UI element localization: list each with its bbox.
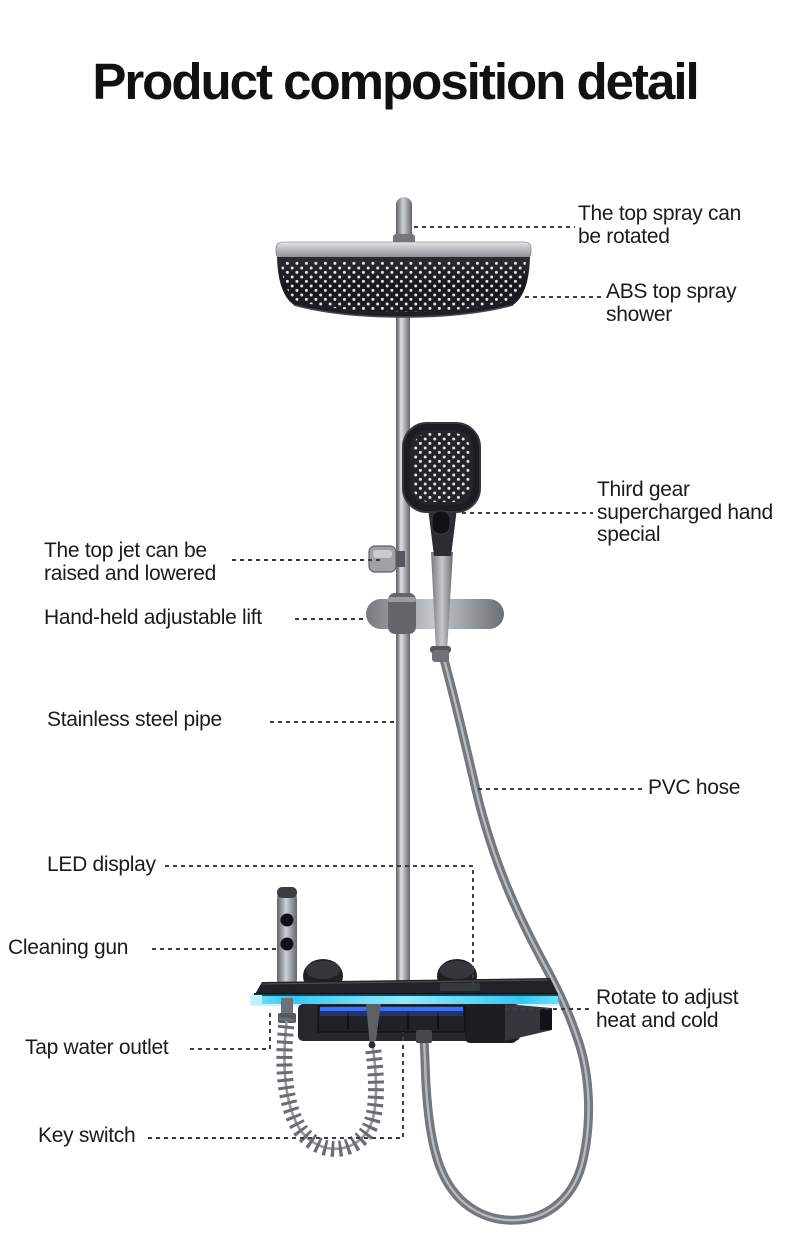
leader-tap-water-outlet xyxy=(190,1012,271,1050)
label-third-gear-hand: Third gear supercharged hand special xyxy=(597,478,773,546)
coiled-spring-hose xyxy=(276,1017,384,1157)
label-stainless-pipe: Stainless steel pipe xyxy=(47,708,222,731)
lift-slider-knob xyxy=(368,545,405,573)
top-spray-joint xyxy=(393,197,415,247)
label-rotate-heat-cold: Rotate to adjust heat and cold xyxy=(596,986,739,1032)
label-handheld-lift: Hand-held adjustable lift xyxy=(44,606,262,629)
label-key-switch: Key switch xyxy=(38,1124,136,1147)
label-led-display: LED display xyxy=(47,853,156,876)
page-title: Product composition detail xyxy=(92,53,699,110)
key-switch-buttons xyxy=(317,1005,466,1033)
shelf-display-marking xyxy=(440,983,480,991)
label-cleaning-gun: Cleaning gun xyxy=(8,936,129,959)
hose-connector xyxy=(416,1030,432,1043)
leader-lines xyxy=(148,226,644,1139)
leader-led-display xyxy=(165,865,474,985)
label-pvc-hose: PVC hose xyxy=(648,776,741,799)
leader-key-switch xyxy=(148,1032,404,1139)
led-display-strip xyxy=(250,994,560,1006)
label-tap-water-outlet: Tap water outlet xyxy=(25,1036,169,1059)
hand-shower xyxy=(402,422,481,662)
label-abs-top-spray: ABS top spray shower xyxy=(606,280,737,326)
spout-outlet xyxy=(366,1004,381,1049)
shelf xyxy=(254,978,558,997)
temperature-knob xyxy=(505,1004,552,1041)
pvc-hose xyxy=(419,643,594,1225)
top-shower-head xyxy=(275,241,532,318)
label-top-spray-rotated: The top spray can be rotated xyxy=(578,202,741,248)
valve-body xyxy=(298,1004,552,1043)
handheld-lift-holder xyxy=(366,593,504,634)
cleaning-gun xyxy=(274,887,300,992)
label-top-jet-raised: The top jet can be raised and lowered xyxy=(44,539,217,585)
